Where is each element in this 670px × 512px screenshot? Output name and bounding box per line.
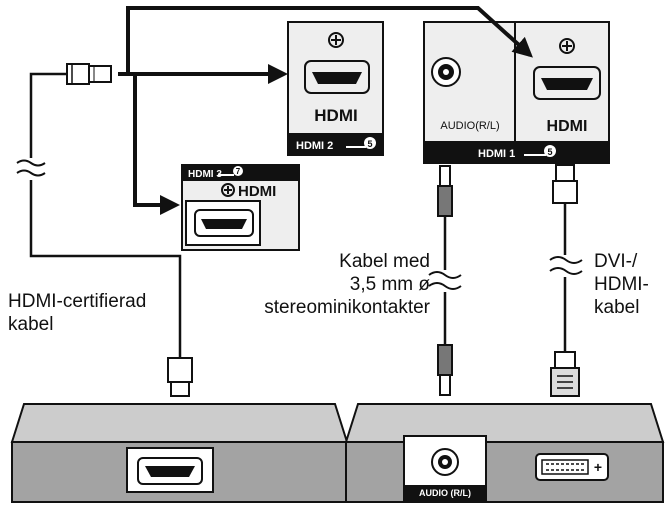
hdmi3-port-panel: HDMI 3 7 HDMI xyxy=(181,164,300,251)
hdmi-cable-label-line1: HDMI-certifierad xyxy=(8,291,147,312)
arc-badge-icon: 5 xyxy=(346,137,376,149)
hdmi2-port-panel: HDMI HDMI 2 5 xyxy=(287,21,384,156)
audio-port-label: AUDIO(R/L) xyxy=(440,120,499,132)
audio-jack-icon xyxy=(431,448,459,476)
hdmi1-arc-number: 5 xyxy=(547,147,552,157)
plus-icon xyxy=(559,38,575,54)
dvi-cable-label: DVI-/ HDMI- kabel xyxy=(594,250,649,319)
minijack-cable-label-line3: stereominikontakter xyxy=(264,297,430,318)
hdmi2-logo: HDMI xyxy=(314,106,357,125)
hdmi-socket-icon xyxy=(533,66,601,100)
dvi-plus-symbol: + xyxy=(594,459,602,475)
minijack-cable-label-line1: Kabel med xyxy=(339,251,430,272)
arrow-to-hdmi3 xyxy=(133,74,180,215)
dvi-cable-label-line2: HDMI- xyxy=(594,274,649,295)
dvi-hdmi-cable xyxy=(549,164,583,397)
hdmi3-logo: HDMI xyxy=(238,183,276,200)
audio-jack-icon xyxy=(431,57,461,87)
dvi-cable-label-line1: DVI-/ xyxy=(594,251,638,272)
hdmi-socket-icon xyxy=(137,457,203,485)
dvi-port-icon: + xyxy=(535,453,609,481)
left-device xyxy=(10,403,349,503)
hdmi2-label: HDMI 2 xyxy=(296,140,333,152)
dvi-cable-label-line3: kabel xyxy=(594,297,640,318)
right-device: AUDIO (R/L) + xyxy=(344,403,665,503)
audio-hdmi1-port-panel: AUDIO(R/L) HDMI HDMI 1 5 xyxy=(423,21,610,164)
minijack-cable-label: Kabel med 3,5 mm ø stereominikontakter xyxy=(214,250,430,319)
plus-icon xyxy=(221,183,235,197)
hdmi1-logo: HDMI xyxy=(547,118,588,135)
hdmi1-label: HDMI 1 xyxy=(478,148,515,160)
hdmi3-label: HDMI 3 xyxy=(188,169,222,180)
right-device-audio-label: AUDIO (R/L) xyxy=(419,488,471,498)
hdmi-socket-icon xyxy=(304,60,370,94)
hdmi-cable-left xyxy=(16,63,193,397)
hdmi2-arc-number: 5 xyxy=(367,139,372,149)
arrow-to-hdmi1 xyxy=(126,6,533,74)
hdmi-socket-icon xyxy=(194,209,254,237)
arc-badge-icon: 7 xyxy=(218,166,243,176)
hdmi-cable-label: HDMI-certifierad kabel xyxy=(8,290,146,336)
plus-icon xyxy=(328,32,344,48)
hdmi3-arc-number: 7 xyxy=(236,167,241,176)
arc-badge-icon: 5 xyxy=(524,145,556,157)
minijack-cable xyxy=(428,165,462,396)
hdmi-cable-label-line2: kabel xyxy=(8,314,54,335)
minijack-cable-label-line2: 3,5 mm ø xyxy=(349,274,430,295)
